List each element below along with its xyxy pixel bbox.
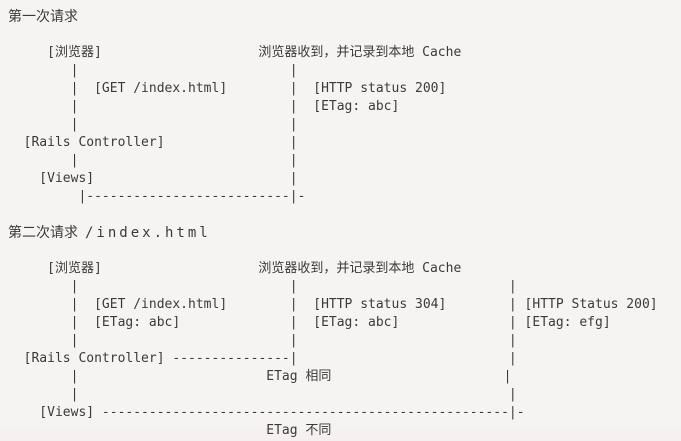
second-request-ascii-diagram: [浏览器] 浏览器收到，并记录到本地 Cache | | | | [GET /i… — [23, 261, 658, 438]
second-request-title-path: /index.html — [85, 225, 211, 241]
section-divider-gap — [8, 206, 681, 224]
second-request-section: 第二次请求/index.html [浏览器] 浏览器收到，并记录到本地 Cach… — [8, 224, 681, 440]
second-request-title-text: 第二次请求 — [8, 225, 78, 241]
first-request-section: 第一次请求 [浏览器] 浏览器收到，并记录到本地 Cache | | | [GE… — [8, 8, 681, 206]
first-request-title: 第一次请求 — [8, 8, 681, 26]
first-request-ascii-diagram: [浏览器] 浏览器收到，并记录到本地 Cache | | | [GET /ind… — [23, 45, 462, 204]
second-request-title: 第二次请求/index.html — [8, 224, 681, 242]
first-request-title-text: 第一次请求 — [8, 9, 78, 25]
